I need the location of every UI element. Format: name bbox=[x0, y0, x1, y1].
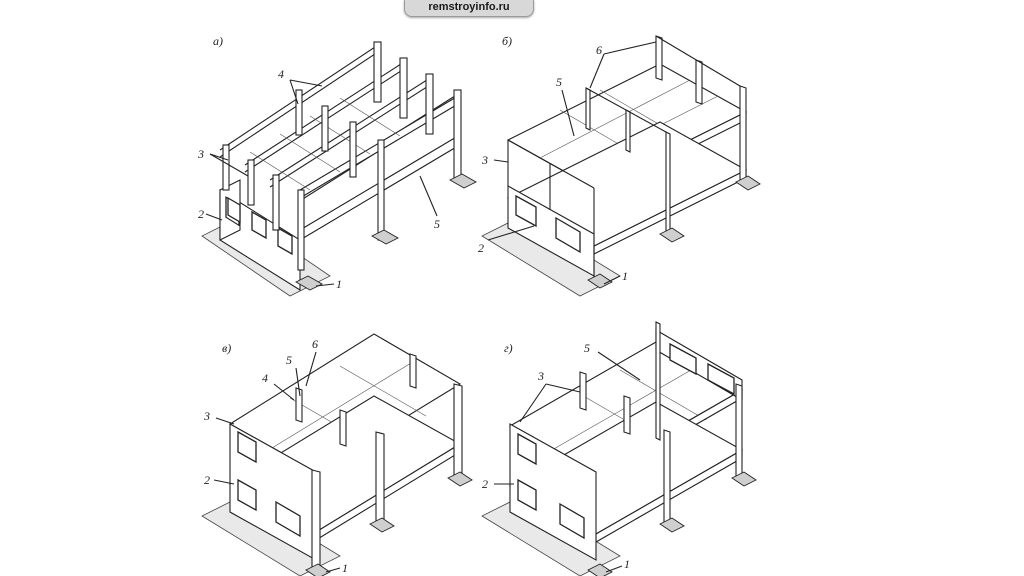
panel-v-drawing bbox=[201, 333, 473, 576]
panel-v-callout-1: 1 bbox=[342, 561, 348, 575]
panel-a-letter: а) bbox=[213, 34, 223, 48]
panel-b-callout-3: 3 bbox=[481, 153, 488, 167]
panel-g-letter: г) bbox=[504, 341, 513, 355]
panel-v-callout-3: 3 bbox=[203, 409, 210, 423]
panel-v-letter: в) bbox=[222, 341, 231, 355]
panel-a-callout-3: 3 bbox=[197, 147, 204, 161]
panel-b-drawing bbox=[481, 35, 761, 297]
panel-a-callout-2: 2 bbox=[198, 207, 204, 221]
panel-a-callout-4: 4 bbox=[278, 67, 284, 81]
panel-g-callout-3: 3 bbox=[537, 369, 544, 383]
panel-g-callout-5: 5 bbox=[584, 341, 590, 355]
panel-v-callout-5: 5 bbox=[286, 353, 292, 367]
panel-g-callout-1: 1 bbox=[624, 557, 630, 571]
panel-a-callout-1: 1 bbox=[336, 277, 342, 291]
panel-a-drawing bbox=[201, 41, 477, 297]
panel-g-drawing bbox=[481, 321, 757, 576]
panel-v-callout-2: 2 bbox=[204, 473, 210, 487]
panel-b-callout-6: 6 bbox=[596, 43, 602, 57]
panel-b-callout-2: 2 bbox=[478, 241, 484, 255]
panel-a-callout-5: 5 bbox=[434, 217, 440, 231]
panel-g-callout-2: 2 bbox=[482, 477, 488, 491]
panel-b-callout-5: 5 bbox=[556, 75, 562, 89]
panel-b-callout-1: 1 bbox=[622, 269, 628, 283]
site-watermark: remstroyinfo.ru bbox=[404, 0, 534, 17]
panel-v-callout-4: 4 bbox=[262, 371, 268, 385]
panel-b-letter: б) bbox=[502, 34, 512, 48]
panel-v-callout-6: 6 bbox=[312, 337, 318, 351]
